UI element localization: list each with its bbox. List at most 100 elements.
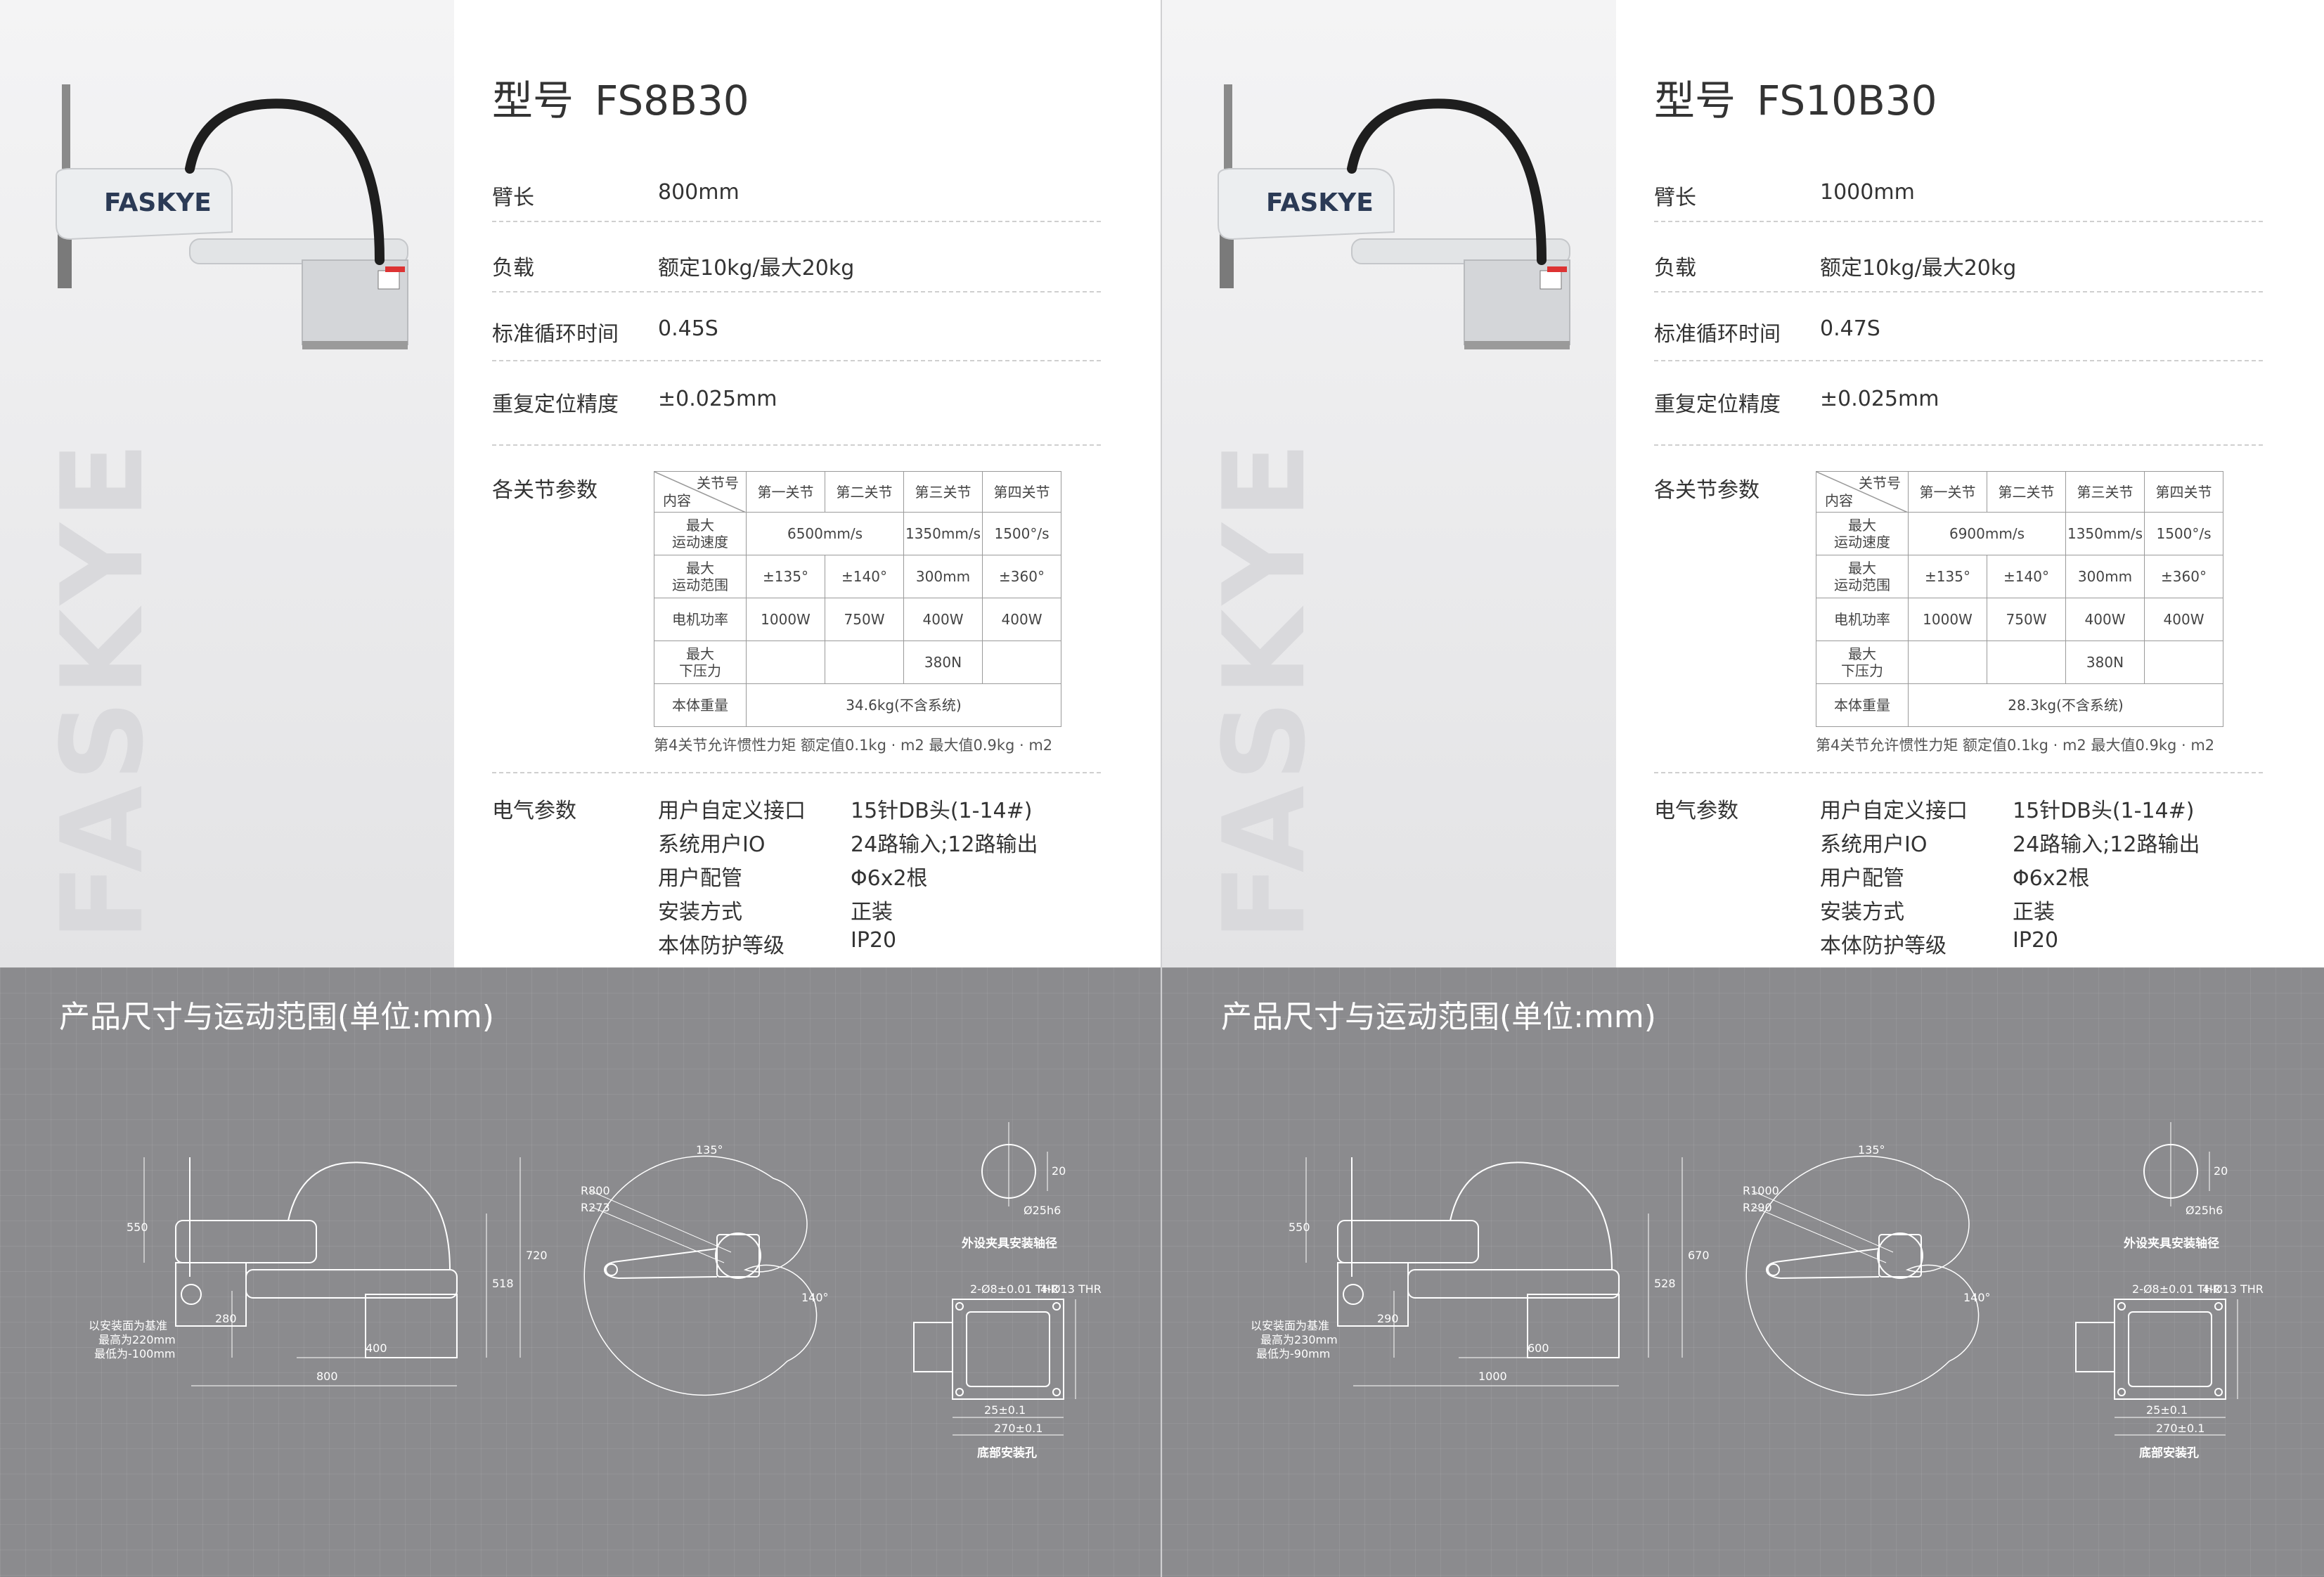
page-divider [1161, 0, 1162, 1577]
elec-value: 15针DB头(1-14#) [851, 799, 1033, 823]
tool-shaft-label: 外设夹具安装轴径 [962, 1237, 1057, 1251]
table-row: 最大 运动速度 6500mm/s 1350mm/s 1500°/s [654, 512, 1061, 555]
dim-label: 518 [492, 1277, 514, 1290]
dim-label: 600 [1528, 1341, 1549, 1355]
elec-key: 本体防护等级 [658, 934, 785, 958]
separator [492, 360, 1101, 361]
dim-label: 270±0.1 [2156, 1422, 2205, 1435]
table-row: 关节号 内容 第一关节 第二关节 第三关节 第四关节 [1816, 471, 2223, 513]
elec-key: 系统用户IO [1820, 832, 1928, 857]
dim-label: 550 [127, 1221, 148, 1234]
elec-key: 本体防护等级 [1820, 934, 1947, 958]
dim-label: 800 [316, 1370, 338, 1383]
dim-label: 528 [1654, 1277, 1676, 1290]
dim-label: 550 [1289, 1221, 1310, 1234]
joint-params-table: 关节号 内容 第一关节 第二关节 第三关节 第四关节 最大 运动速度 6500m… [654, 471, 1061, 727]
dim-label: 20 [2214, 1164, 2228, 1178]
table-row: 本体重量 28.3kg(不含系统) [1816, 683, 2223, 727]
robot-logo: FASKYE [1266, 188, 1374, 217]
angle-label: 140° [1963, 1291, 1991, 1304]
top-view-drawing [583, 1155, 818, 1396]
dimensions-title: 产品尺寸与运动范围(单位:mm) [59, 999, 494, 1035]
separator [492, 772, 1101, 773]
separator [1654, 360, 2263, 361]
hole-label: 4-Ø13 THR [1040, 1282, 1102, 1296]
table-row: 本体重量 34.6kg(不含系统) [654, 683, 1061, 727]
tool-shaft-label: 外设夹具安装轴径 [2124, 1237, 2219, 1251]
inertia-note: 第4关节允许惯性力矩 额定值0.1kg · m2 最大值0.9kg · m2 [654, 737, 1053, 754]
table-corner: 关节号 内容 [654, 471, 747, 513]
dim-label: 1000 [1478, 1370, 1507, 1383]
separator [1654, 444, 2263, 446]
elec-key: 安装方式 [658, 900, 742, 925]
dimensions-panel: 产品尺寸与运动范围(单位:mm) [1162, 967, 2324, 1577]
base-plate-drawing [2075, 1299, 2238, 1436]
elec-value: 正装 [851, 900, 893, 925]
dim-label: 720 [526, 1249, 548, 1262]
elec-key: 系统用户IO [658, 832, 766, 857]
hole-label: 2-Ø8±0.01 THR [2132, 1282, 2221, 1296]
install-ref-label: 以安装面为基准 [1251, 1319, 1330, 1332]
joint-params-table: 关节号 内容 第一关节 第二关节 第三关节 第四关节 最大 运动速度 6900m… [1816, 471, 2223, 727]
max-up-label: 最高为230mm [1260, 1333, 1338, 1346]
robot-logo: FASKYE [104, 188, 212, 217]
shaft-detail-drawing [2143, 1122, 2210, 1206]
model-label: 型号 [1654, 77, 1736, 124]
angle-label: 140° [801, 1291, 829, 1304]
product-image-panel: FASKYE FASKYE [1162, 0, 1616, 967]
dim-label: 20 [1052, 1164, 1066, 1178]
separator [492, 291, 1101, 292]
elec-value: 24路输入;12路输出 [851, 832, 1038, 857]
table-row: 最大 运动速度 6900mm/s 1350mm/s 1500°/s [1816, 512, 2223, 555]
table-row: 关节号 内容 第一关节 第二关节 第三关节 第四关节 [654, 471, 1061, 513]
joint-params-title: 各关节参数 [492, 478, 598, 503]
dim-label: 290 [1377, 1312, 1399, 1325]
technical-drawing [1305, 1122, 2238, 1436]
elec-key: 安装方式 [1820, 900, 1904, 925]
electrical-title: 电气参数 [492, 799, 576, 823]
elec-value: 24路输入;12路输出 [2013, 832, 2200, 857]
dim-label: 400 [366, 1341, 387, 1355]
table-row: 最大 运动范围 ±135° ±140° 300mm ±360° [1816, 555, 2223, 598]
shaft-detail-drawing [981, 1122, 1048, 1206]
table-row: 最大 下压力 380N [1816, 641, 2223, 684]
hole-label: 4-Ø13 THR [2202, 1282, 2264, 1296]
hole-label: 2-Ø8±0.01 THR [970, 1282, 1059, 1296]
elec-value: Φ6x2根 [851, 866, 928, 891]
dimensions-panel: 产品尺寸与运动范围(单位:mm) [0, 967, 1162, 1577]
joint-params-title: 各关节参数 [1654, 478, 1760, 503]
separator [1654, 221, 2263, 222]
robot-photo: FASKYE [1218, 84, 1570, 349]
elec-key: 用户配管 [658, 866, 742, 891]
elec-value: IP20 [2013, 928, 2059, 953]
radius-outer-label: R1000 [1743, 1184, 1779, 1197]
radius-inner-label: R273 [581, 1201, 610, 1214]
electrical-title: 电气参数 [1654, 799, 1738, 823]
separator [492, 221, 1101, 222]
table-row: 最大 运动范围 ±135° ±140° 300mm ±360° [654, 555, 1061, 598]
base-plate-drawing [913, 1299, 1076, 1436]
radius-inner-label: R290 [1743, 1201, 1772, 1214]
dim-label: 270±0.1 [994, 1422, 1043, 1435]
model-label: 型号 [492, 77, 574, 124]
side-view-drawing [1305, 1157, 1683, 1386]
shaft-dia-label: Ø25h6 [2186, 1204, 2223, 1217]
max-down-label: 最低为-100mm [94, 1347, 176, 1360]
side-view-drawing [143, 1157, 521, 1386]
angle-label: 135° [1858, 1143, 1885, 1157]
separator [492, 444, 1101, 446]
base-holes-label: 底部安装孔 [2139, 1446, 2199, 1460]
robot-photo: FASKYE [56, 84, 408, 349]
shaft-dia-label: Ø25h6 [1024, 1204, 1061, 1217]
elec-value: IP20 [851, 928, 897, 953]
elec-key: 用户自定义接口 [1820, 799, 1968, 823]
dim-label: 25±0.1 [984, 1403, 1026, 1417]
table-corner: 关节号 内容 [1816, 471, 1909, 513]
install-ref-label: 以安装面为基准 [89, 1319, 168, 1332]
radius-outer-label: R800 [581, 1184, 610, 1197]
dim-label: 280 [215, 1312, 237, 1325]
